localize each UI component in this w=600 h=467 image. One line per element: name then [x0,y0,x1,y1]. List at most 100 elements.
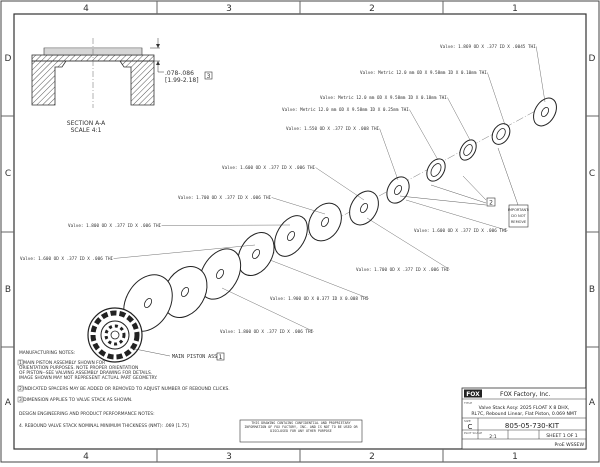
valve-callout: Valve: 1.600 OD X .377 ID X .006 THI [20,256,114,262]
zone-right-a: A [589,398,596,408]
spacer-leader-a [462,175,487,201]
important-leader [497,147,519,206]
callout-leader [536,46,546,103]
callout-leader [113,244,256,259]
main-piston [87,307,143,363]
valve-washer-bore [180,287,190,297]
svg-text:PLOT SCALE: PLOT SCALE [464,431,482,435]
zone-right-b: B [589,285,595,295]
valve-washer-bore [215,269,225,279]
valve-callout: Valve: 1.700 OD X .377 ID X .006 THI [356,267,450,273]
zone-top-4: 4 [83,4,89,14]
svg-text:SCALE 4:1: SCALE 4:1 [71,127,102,134]
zone-bottom-3: 3 [226,452,232,462]
zone-left-c: C [5,169,11,179]
section-view [31,38,164,108]
svg-text:SECTION A-A: SECTION A-A [67,120,106,127]
valve-washer-bore [320,217,330,227]
design-notes-title: DESIGN ENGINEERING AND PRODUCT PERFORMAN… [19,411,155,417]
valve-callout: Valve: Metric 12.0 mm OD X 9.58mm ID X 0… [282,107,409,113]
svg-text:.078-.086: .078-.086 [165,70,194,77]
valve-callout: Valve: 1.600 OD X .377 ID X .006 THI [414,228,508,234]
proe-label: ProE WSSEW [555,442,585,448]
piston-balloon-number: 1 [219,354,223,361]
svg-text:4. REBOUND VALVE STACK NOMINAL: 4. REBOUND VALVE STACK NOMINAL MINIMUM T… [19,423,189,429]
svg-text:ORIENTATION PURPOSES. NOTE PRO: ORIENTATION PURPOSES. NOTE PROPER ORIENT… [19,365,138,371]
valve-washer-bore [286,231,296,241]
valve-callout: Valve: Metric 12.0 mm OD X 9.58mm ID X 0… [320,95,447,101]
valve-callout: Valve: 1.800 OD X .377 ID X .006 THI [68,223,162,229]
note-balloon-1 [17,359,24,366]
valve-callout: Valve: 1.800 OD X .377 ID X .006 THI [220,329,314,335]
valve-washer-bore [143,298,153,308]
valve-washer-bore [430,163,442,177]
part-number: 805-05-730-KIT [505,422,560,430]
svg-text:DO NOT: DO NOT [511,214,526,218]
design-notes: DESIGN ENGINEERING AND PRODUCT PERFORMAN… [19,411,189,429]
valve-callout: Valve: 1.550 OD X .377 ID X .008 THI [286,126,380,132]
spacer-leader-b [430,184,487,204]
svg-text:IMPORTANT:: IMPORTANT: [508,208,529,212]
sheet-size: C [468,423,473,431]
callout-leader [487,72,506,126]
zone-right-c: C [589,169,595,179]
company-name: FOX Factory, Inc. [500,391,550,398]
mfg-notes-title: MANUFACTURING NOTES: [19,350,75,356]
zone-right-d: D [589,54,596,64]
important-note: IMPORTANT: DO NOT REMOVE [508,208,529,224]
callout-leader [405,199,508,231]
zone-bottom-1: 1 [512,452,518,462]
spacer-balloon-number: 2 [489,200,493,207]
fox-logo [464,389,482,398]
callouts: Valve: 1.869 OD X .377 ID X .0045 THI Val… [20,44,546,335]
note-balloon-2 [17,385,24,392]
zone-bottom-2: 2 [369,452,375,462]
spacer-leader-c [399,195,487,206]
callout-leader [315,167,365,201]
drawing-title-1: Valve Stack Assy: 2025 FLOAT X 8 DHX, [479,405,570,411]
sheet-number: SHEET 1 OF 1 [546,433,578,439]
svg-text:IMAGE SHOWN MAY NOT REPRESENT: IMAGE SHOWN MAY NOT REPRESENT ACTUAL PAR… [19,375,157,381]
zone-top-3: 3 [226,4,232,14]
zone-top-2: 2 [369,4,375,14]
title-block: FOX FOX Factory, Inc. TITLE Valve Stack … [461,387,587,450]
svg-text:1 MAIN PISTON ASSEMBLY SHOWN: 1 MAIN PISTON ASSEMBLY SHOWN FOR [19,360,105,366]
valve-callout: Valve: 1.700 OD X .377 ID X .006 THI [178,195,272,201]
proprietary-notice: THIS DRAWING CONTAINS CONFIDENTIAL AND P… [244,421,357,433]
svg-text:TITLE: TITLE [463,401,472,405]
callout-leader [379,128,399,181]
svg-text:FOX: FOX [466,391,480,398]
valve-washer-bore [251,249,261,259]
zone-left-a: A [5,398,12,408]
piston-leader [129,347,171,357]
svg-text:[1.99-2.18]: [1.99-2.18] [165,77,199,84]
valve-callout: Valve: 1.900 OD X 0.377 ID X 0.008 THI [270,296,369,302]
valve-callout: Valve: 1.869 OD X .377 ID X .0045 THI [440,44,536,50]
important-box [508,204,529,228]
proprietary-box [239,419,363,443]
piston-balloon [216,352,225,361]
svg-text:2 INDICATED SPACERS MAY BE AD: 2 INDICATED SPACERS MAY BE ADDED OR REMO… [19,386,230,392]
callout-leader [161,224,291,226]
valve-callout: Valve: 1.600 OD X .377 ID X .006 THI [222,165,316,171]
svg-text:SIZE: SIZE [464,419,471,423]
note-balloon-3 [17,396,24,403]
callout-leader [366,217,450,270]
dimension-balloon [204,71,213,80]
drawing-title-2: RL7C, Rebound Linear, Flat Piston, 0.069… [471,411,577,417]
spacer-balloon [486,197,496,207]
callout-leader [409,109,439,161]
section-label: SECTION A-A SCALE 4:1 [67,120,106,134]
zone-labels: 4 3 2 1 4 3 2 1 D C B A D C B A [5,4,596,462]
zone-bottom-4: 4 [83,452,89,462]
valve-washer-bore [393,185,403,195]
piston-label: MAIN PISTON ASSY [172,354,220,360]
valve-washer-bore [359,203,369,213]
zone-left-b: B [5,285,11,295]
svg-text:3: 3 [207,73,211,80]
svg-text:3 DIMENSION APPLIES TO VALVE: 3 DIMENSION APPLIES TO VALVE STACK AS SH… [19,397,132,403]
svg-text:OF PISTON--SEE VALVING ASSEMBL: OF PISTON--SEE VALVING ASSEMBLY DRAWING … [19,370,152,376]
valve-callout: Valve: Metric 12.0 mm OD X 9.58mm ID X 0… [360,70,487,76]
svg-text:REMOVE: REMOVE [511,220,527,224]
